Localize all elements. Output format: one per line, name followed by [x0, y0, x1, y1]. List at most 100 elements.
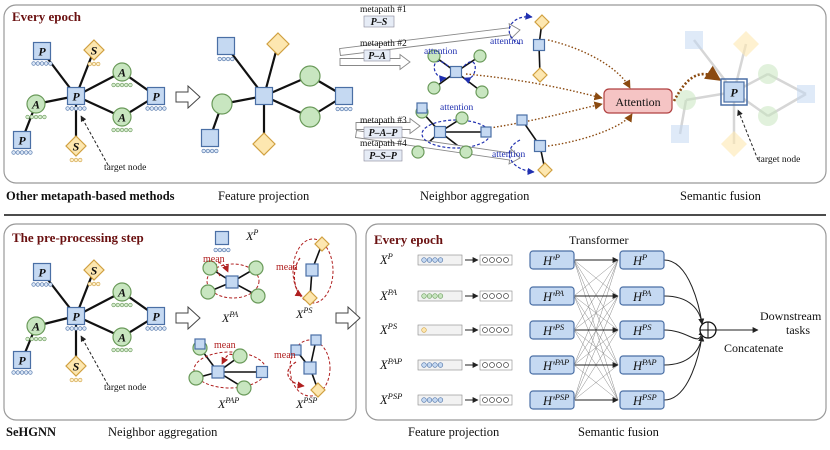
h-box	[619, 320, 665, 340]
stage-arrow	[175, 305, 201, 331]
input-feature-dot	[426, 362, 433, 368]
feature-dot	[78, 106, 83, 111]
feature-dot	[24, 150, 29, 155]
feature-dot	[48, 61, 53, 66]
feature-dots	[11, 370, 33, 375]
attention-arrow	[508, 139, 535, 176]
h-prime-box	[529, 390, 575, 410]
subject-node	[537, 162, 553, 178]
paper-node	[334, 86, 354, 106]
author-node-letter: A	[31, 98, 40, 112]
subject-node	[83, 259, 105, 281]
feature-dot	[119, 82, 125, 88]
paper-node	[533, 139, 547, 153]
feature-dot	[158, 106, 163, 111]
projected-feature-dot	[489, 327, 495, 333]
feature-dot	[119, 127, 125, 133]
h-prime-box-label: H'P	[542, 252, 560, 268]
input-feature-dot	[437, 257, 444, 263]
other-methods-label: Other metapath-based methods	[6, 189, 175, 203]
h-box	[619, 355, 665, 375]
feature-dot	[24, 370, 29, 375]
paper-node	[723, 81, 745, 103]
projected-feature-dot	[482, 362, 488, 368]
feature-dot	[69, 326, 74, 331]
metapath-arrow	[354, 130, 521, 165]
feature-dot	[44, 282, 49, 287]
input-feature-dots	[421, 362, 444, 368]
input-feature-dots	[421, 397, 444, 403]
paper-node	[211, 365, 225, 379]
input-feature-dot	[432, 257, 438, 263]
paper-node-letter: P	[72, 90, 80, 104]
feature-dots	[87, 61, 101, 67]
attention-label: attention	[492, 150, 525, 160]
paper-node-letter: P	[38, 266, 46, 280]
x-pa-label: XPA	[221, 310, 239, 325]
h-box	[619, 250, 665, 270]
author-node	[112, 327, 132, 347]
feature-dot	[153, 326, 159, 331]
feature-dot	[65, 326, 70, 331]
target-node-label: target node	[104, 383, 146, 393]
feature-dot	[344, 106, 349, 112]
author-node	[202, 260, 218, 276]
feature-dot	[33, 114, 39, 120]
h-box-label: HP	[632, 252, 647, 268]
subject-node-letter: S	[73, 140, 80, 154]
author-node-letter: A	[117, 331, 126, 345]
feature-dot	[124, 127, 129, 133]
feature-dot	[69, 106, 74, 111]
author-node	[459, 145, 473, 159]
fusion-output-arrow	[672, 65, 722, 102]
projected-feature-dot	[482, 327, 488, 333]
feature-dot	[25, 336, 30, 342]
feature-dot	[44, 61, 49, 66]
paper-node-letter: P	[18, 134, 26, 148]
x-pap-label: XPAP	[217, 396, 239, 411]
feature-dot	[42, 336, 47, 342]
projected-feature-dot	[503, 293, 509, 299]
top-title: Every epoch	[12, 9, 81, 24]
h-prime-box-label: H'PSP	[542, 392, 569, 408]
paper-node	[305, 263, 319, 277]
author-node	[299, 106, 321, 128]
feature-dot	[158, 326, 163, 331]
faded-subject-node	[721, 131, 747, 157]
feature-dot	[82, 326, 87, 331]
metapath-arrow-shape	[339, 53, 411, 71]
attention-arrow	[463, 61, 476, 84]
h-box	[619, 286, 665, 306]
feature-dot	[73, 326, 79, 331]
h-box-label: HPS	[632, 322, 652, 338]
paper-node	[433, 125, 447, 139]
every-epoch-title: Every epoch	[374, 232, 443, 247]
feature-dot	[162, 106, 167, 111]
concatenate-label: Concatenate	[724, 341, 783, 355]
projected-feature-dot	[482, 397, 488, 403]
subject-node	[252, 132, 276, 156]
paper-node	[216, 36, 236, 56]
projected-feature-dot	[489, 257, 495, 263]
feature-dots	[217, 56, 235, 62]
projected-feature-dot	[503, 362, 509, 368]
mean-loop	[292, 238, 334, 304]
metapath-pill	[363, 126, 403, 139]
feature-dot	[78, 326, 83, 331]
target-node-highlight	[720, 78, 748, 106]
paper-node	[214, 230, 230, 246]
paper-node	[516, 114, 528, 126]
author-node	[211, 93, 233, 115]
projected-feature-dots	[482, 293, 509, 299]
sehgnn-label: SeHGNN	[6, 425, 56, 439]
mean-label: mean	[276, 262, 298, 273]
input-feature-dot	[421, 397, 427, 403]
feature-dot	[128, 302, 133, 308]
author-node	[200, 284, 216, 300]
subject-node	[310, 382, 326, 398]
feature-dot	[91, 281, 97, 287]
feature-projection-caption: Feature projection	[218, 189, 310, 203]
metapath-3-label: metapath #3	[360, 116, 407, 126]
feature-dot	[213, 247, 218, 253]
author-node	[427, 81, 441, 95]
